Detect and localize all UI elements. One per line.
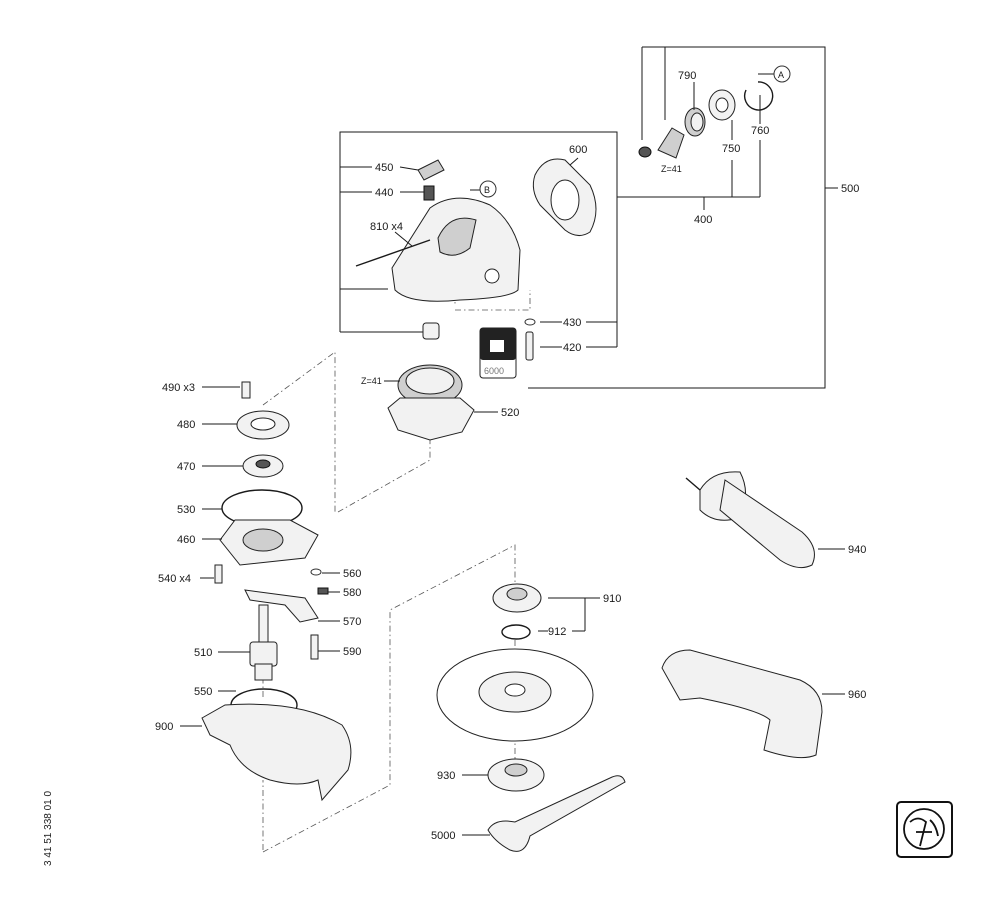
label-500: 500 — [841, 183, 859, 195]
label-450: 450 — [375, 162, 393, 174]
part-pinion — [638, 127, 685, 159]
label-b: B — [484, 185, 490, 195]
part-450-clamp — [417, 159, 445, 181]
fein-logo-icon — [896, 801, 953, 858]
part-900-guard — [201, 703, 352, 802]
part-430-oring — [524, 318, 536, 326]
part-440-spring — [423, 185, 435, 201]
part-910-flange — [492, 583, 542, 613]
label-400: 400 — [694, 214, 712, 226]
part-470-bearing — [242, 454, 284, 478]
part-490-screw — [241, 381, 251, 399]
part-gear-housing — [391, 197, 521, 302]
label-470: 470 — [177, 461, 195, 473]
label-810-x4: 810 x4 — [370, 221, 403, 233]
part-540-screw — [214, 564, 223, 584]
label-510: 510 — [194, 647, 212, 659]
part-960-guard — [661, 649, 823, 759]
label-420: 420 — [563, 342, 581, 354]
label-760: 760 — [751, 125, 769, 137]
grease-6000-icon — [479, 327, 517, 379]
label-600: 600 — [569, 144, 587, 156]
part-570-lever — [244, 589, 319, 623]
part-510-spindle — [249, 604, 278, 681]
label-580: 580 — [343, 587, 361, 599]
part-790-gear — [684, 107, 706, 137]
label-790: 790 — [678, 70, 696, 82]
label-940: 940 — [848, 544, 866, 556]
label-590: 590 — [343, 646, 361, 658]
part-760-circlip — [743, 81, 774, 111]
label-930: 930 — [437, 770, 455, 782]
label-910: 910 — [603, 593, 621, 605]
label-6000: 6000 — [484, 366, 504, 376]
label-912: 912 — [548, 626, 566, 638]
label-900: 900 — [155, 721, 173, 733]
part-940-handle — [685, 471, 815, 569]
label-540-x4: 540 x4 — [158, 573, 191, 585]
leader-lines — [180, 73, 845, 836]
marker-b-circle — [479, 180, 497, 198]
marker-a-circle — [773, 65, 791, 83]
label-960: 960 — [848, 689, 866, 701]
part-600-cover — [532, 158, 597, 236]
part-480-plate — [236, 410, 290, 440]
label-490-x3: 490 x3 — [162, 382, 195, 394]
label-520: 520 — [501, 407, 519, 419]
parts — [201, 81, 823, 852]
label-z41-gear: Z=41 — [361, 376, 382, 386]
label-440: 440 — [375, 187, 393, 199]
part-590-pin — [310, 634, 319, 660]
label-a: A — [778, 70, 784, 80]
part-930-nut — [487, 758, 545, 792]
part-labels: 500 790 A 760 750 Z=41 400 600 450 440 B… — [155, 70, 866, 842]
label-5000: 5000 — [431, 830, 455, 842]
label-530: 530 — [177, 504, 195, 516]
part-needle-bearing — [422, 322, 440, 340]
label-570: 570 — [343, 616, 361, 628]
document-number: 3 41 51 338 01 0 — [43, 790, 54, 866]
label-560: 560 — [343, 568, 361, 580]
part-5000-wrench — [487, 775, 626, 852]
label-z41-pinion: Z=41 — [661, 164, 682, 174]
assembly-frames — [339, 46, 838, 632]
part-560-washer — [310, 568, 322, 576]
part-420-pin — [525, 331, 534, 361]
part-750-bearing — [708, 89, 736, 121]
part-580-spring — [317, 587, 329, 595]
part-grinding-disc — [436, 648, 594, 742]
label-480: 480 — [177, 419, 195, 431]
label-550: 550 — [194, 686, 212, 698]
part-810-screw — [355, 239, 431, 267]
part-crown-gear — [397, 364, 463, 406]
part-912-oring — [501, 624, 531, 640]
label-750: 750 — [722, 143, 740, 155]
part-520-plate — [387, 397, 475, 441]
label-430: 430 — [563, 317, 581, 329]
label-460: 460 — [177, 534, 195, 546]
part-460-flange — [219, 519, 319, 566]
